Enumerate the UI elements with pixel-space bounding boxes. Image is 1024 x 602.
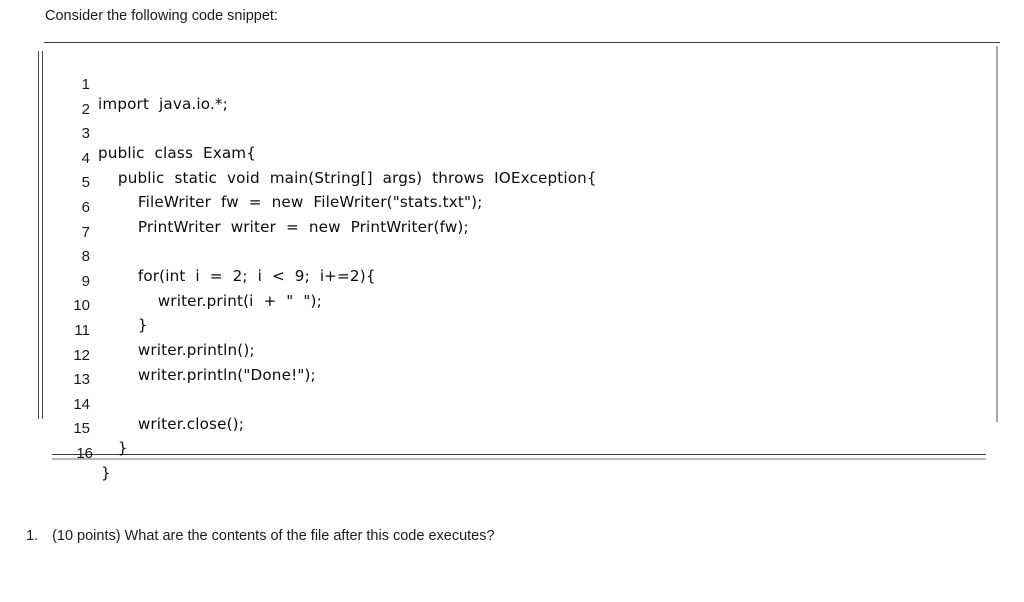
line-code: public static void main(String[] args) t… [98, 168, 597, 187]
line-code: writer.println(); [98, 340, 255, 359]
code-line: 4 public static void main(String[] args)… [38, 128, 1000, 187]
code-block-left-border-outer [38, 51, 39, 419]
line-number: 15 [73, 420, 90, 438]
line-number: 2 [81, 100, 90, 118]
line-code: } [98, 316, 148, 335]
code-line: 10 } [38, 275, 1000, 334]
code-line-list: 1 import java.io.*; 2 3 public class Exa… [38, 54, 1000, 482]
line-number: 9 [81, 272, 90, 290]
code-block-left-border-inner [42, 51, 43, 419]
line-number: 3 [81, 125, 90, 143]
code-line: 9 writer.print(i + " "); [38, 251, 1000, 310]
line-number: 8 [81, 248, 90, 266]
line-number: 10 [73, 297, 90, 315]
code-line: 3 public class Exam{ [38, 103, 1000, 162]
code-line: 11 writer.println(); [38, 300, 1000, 359]
question-item: 1. (10 points) What are the contents of t… [18, 506, 495, 546]
line-code: for(int i = 2; i < 9; i+=2){ [98, 267, 376, 286]
question-text: (10 points) What are the contents of the… [52, 528, 495, 544]
code-line: 14 writer.close(); [38, 374, 1000, 433]
line-code: PrintWriter writer = new PrintWriter(fw)… [98, 217, 469, 236]
line-code: import java.io.*; [98, 95, 228, 113]
code-line: 13 [38, 349, 1000, 388]
line-code: FileWriter fw = new FileWriter("stats.tx… [98, 193, 483, 212]
question-number: 1. [26, 528, 39, 544]
line-number: 5 [81, 174, 90, 192]
line-number: 7 [81, 223, 90, 241]
code-block-top-rule [44, 42, 1000, 43]
line-code: } [98, 439, 128, 458]
code-snippet-block: 1 import java.io.*; 2 3 public class Exa… [38, 42, 1000, 482]
line-code: writer.print(i + " "); [98, 291, 322, 310]
line-code: writer.close(); [98, 414, 245, 433]
intro-text: Consider the following code snippet: [45, 8, 278, 24]
code-line: 5 FileWriter fw = new FileWriter("stats.… [38, 152, 1000, 211]
code-line: 16 } [38, 423, 1000, 482]
line-number: 4 [81, 149, 90, 167]
code-block-bottom-rule-dark [52, 454, 986, 455]
line-number: 16 [76, 444, 93, 462]
line-code: writer.println("Done!"); [98, 365, 316, 384]
line-number: 11 [74, 321, 90, 339]
line-number: 14 [73, 395, 90, 413]
line-number: 13 [73, 371, 90, 389]
code-line: 1 import java.io.*; [38, 54, 1000, 113]
code-line: 6 PrintWriter writer = new PrintWriter(f… [38, 177, 1000, 236]
code-line: 8 for(int i = 2; i < 9; i+=2){ [38, 226, 1000, 285]
code-line: 12 writer.println("Done!"); [38, 325, 1000, 384]
code-line: 15 } [38, 398, 1000, 457]
line-code: public class Exam{ [98, 144, 257, 163]
line-number: 12 [73, 346, 90, 364]
code-block-bottom-rule-light [52, 458, 986, 460]
line-number: 1 [81, 76, 90, 93]
line-code: } [101, 463, 111, 482]
line-number: 6 [81, 198, 90, 216]
code-block-right-border [996, 46, 998, 422]
code-line: 7 [38, 202, 1000, 241]
code-line: 2 [38, 79, 1000, 118]
